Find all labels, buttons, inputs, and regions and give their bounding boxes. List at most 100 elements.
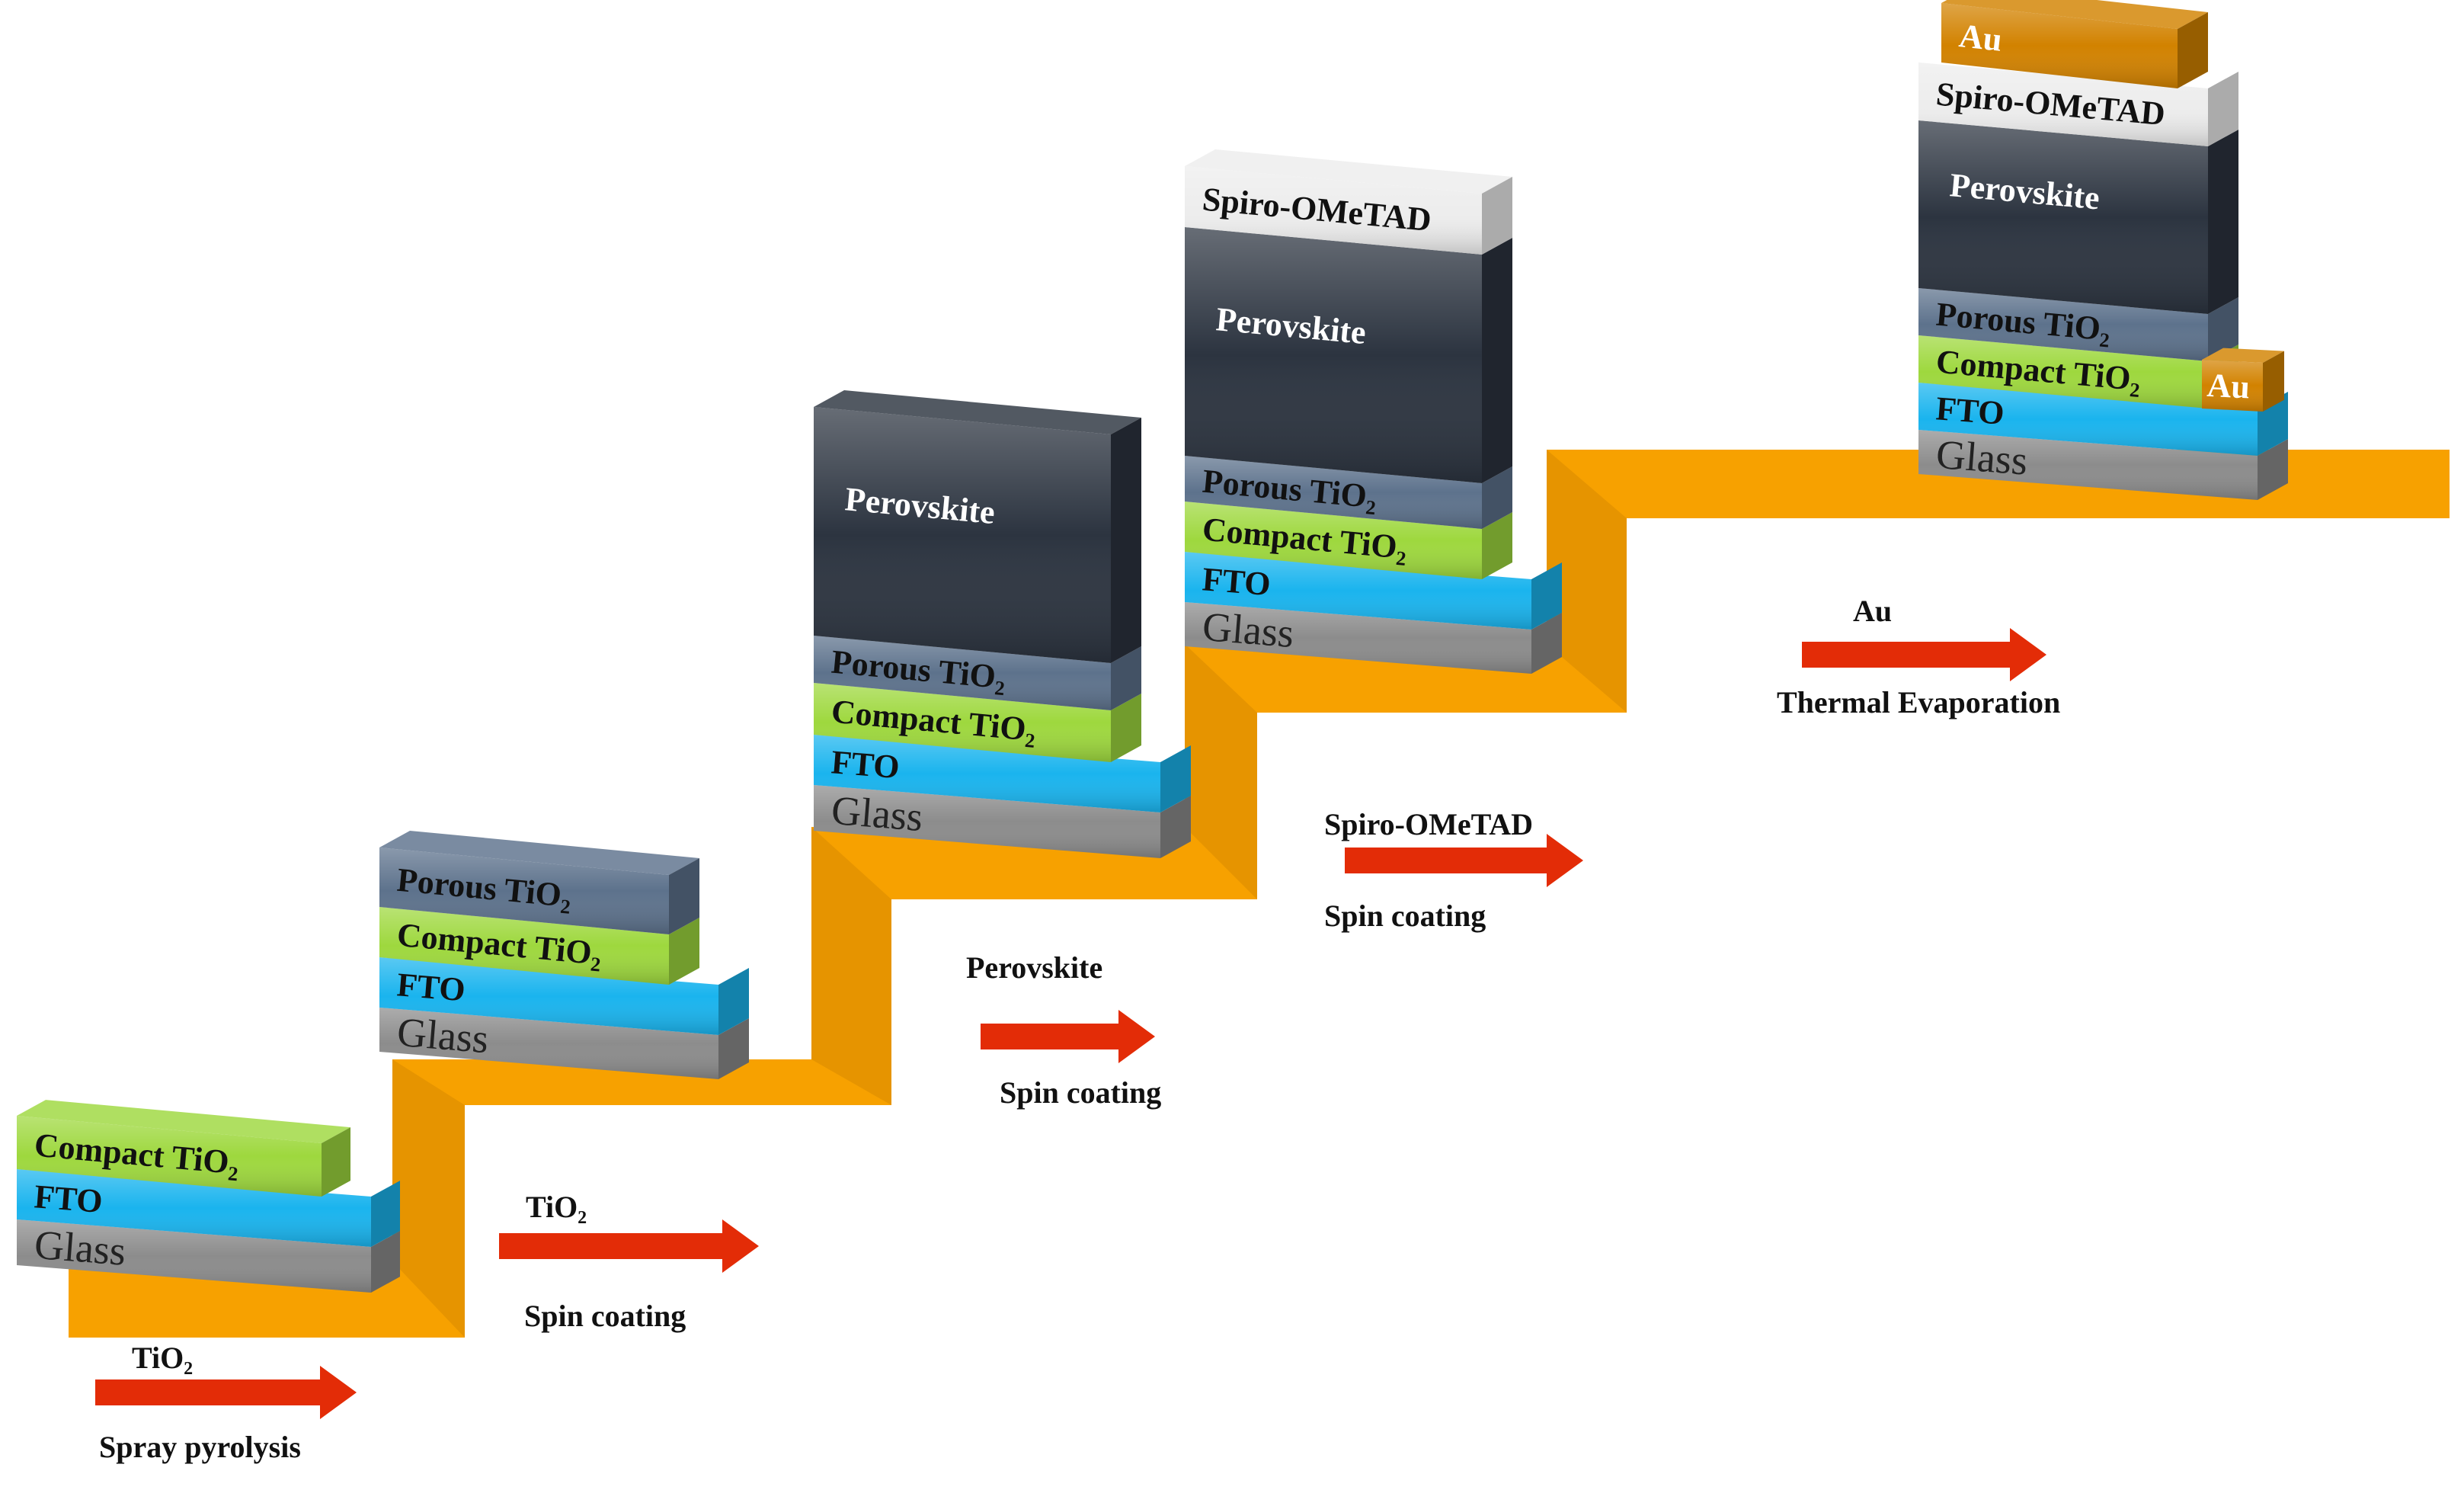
perovskite-layer: [1918, 120, 2238, 314]
compact-sheen: [814, 683, 1111, 762]
porous-top: [379, 831, 699, 875]
perovskite-side: [2208, 130, 2238, 314]
process-arrow: [981, 1010, 1155, 1063]
fto-label: FTO: [1201, 560, 1272, 603]
process-arrow: [95, 1366, 357, 1419]
gold-side: [2178, 12, 2208, 88]
spiro-top: [1185, 149, 1512, 194]
porous-side: [669, 858, 699, 934]
step-material: Perovskite: [966, 950, 1102, 985]
gold-label: Au: [2206, 367, 2251, 406]
glass-sheen: [814, 785, 1160, 858]
step-material: TiO₂: [526, 1190, 587, 1224]
fto-sheen: [1918, 383, 2258, 456]
compact-sheen: [17, 1116, 322, 1197]
porous-sheen: [1918, 288, 2208, 361]
glass-layer: Glass: [814, 785, 1191, 858]
fto-layer: FTO: [17, 1169, 400, 1247]
process-step-5: Au Thermal Evaporation: [1777, 594, 2060, 719]
step-material: Spiro-OMeTAD: [1324, 807, 1533, 841]
process-arrow: [1345, 834, 1583, 887]
glass-sheen: [1185, 602, 1531, 674]
spiro-layer: Spiro-OMeTAD: [1185, 149, 1512, 255]
compact-side: [1111, 694, 1141, 762]
fto-label: FTO: [1934, 389, 2005, 432]
perovskite-sheen: [1185, 227, 1482, 483]
glass-side: [2258, 439, 2288, 500]
glass-sheen: [1918, 430, 2258, 500]
glass-side: [1160, 796, 1191, 858]
glass-layer: Glass: [1918, 430, 2288, 500]
glass-label: Glass: [1934, 431, 2029, 484]
fto-layer: FTO: [814, 735, 1191, 812]
compact-top: [17, 1100, 350, 1143]
fto-layer: FTO: [379, 957, 749, 1035]
gold-layer: Au: [1941, 0, 2208, 88]
process-arrow: [499, 1219, 759, 1273]
fto-side: [1160, 745, 1191, 812]
porous-side: [2208, 297, 2238, 361]
compact-sheen: [1185, 501, 1482, 579]
porous-layer: Porous TiO₂: [1918, 288, 2238, 361]
gold-top: [2202, 348, 2284, 363]
spiro-side: [2208, 72, 2238, 146]
fto-sheen: [814, 735, 1160, 812]
step-method: Spin coating: [1000, 1075, 1161, 1110]
fto-label: FTO: [395, 966, 466, 1008]
step-material: TiO₂: [132, 1341, 193, 1375]
glass-side: [1531, 613, 1562, 674]
process-arrow: [1802, 628, 2046, 681]
perovskite-top: [814, 390, 1141, 434]
porous-layer: Porous TiO₂: [1185, 456, 1512, 529]
compact-side: [669, 918, 699, 985]
glass-side: [371, 1231, 400, 1293]
compact-layer: Compact TiO₂: [17, 1100, 350, 1197]
compact-sheen: [1918, 335, 2208, 409]
gold-sheen: [1941, 3, 2178, 88]
fto-sheen: [17, 1169, 371, 1247]
process-step-1: TiO₂ Spray pyrolysis: [95, 1341, 357, 1464]
perovskite-side: [1482, 238, 1512, 483]
perovskite-sheen: [814, 407, 1111, 663]
compact-sheen: [379, 907, 669, 985]
glass-side: [718, 1018, 749, 1079]
fto-label: FTO: [33, 1178, 104, 1220]
porous-sheen: [814, 636, 1111, 710]
glass-label: Glass: [830, 787, 924, 840]
porous-sheen: [379, 848, 669, 934]
perovskite-sheen: [1918, 120, 2208, 314]
compact-layer: Compact TiO₂: [1185, 501, 1512, 579]
fto-sheen: [1185, 552, 1531, 630]
gold-side: [2263, 351, 2284, 412]
gold-top: [1941, 0, 2208, 29]
process-step-2: TiO₂ Spin coating: [499, 1190, 759, 1333]
spiro-side: [1482, 177, 1512, 255]
glass-layer: Glass: [1185, 602, 1562, 674]
fto-layer: FTO: [1918, 383, 2288, 456]
glass-label: Glass: [395, 1009, 490, 1062]
gold-layer: Au: [2202, 348, 2284, 412]
fto-layer: FTO: [1185, 552, 1562, 630]
porous-side: [1111, 646, 1141, 710]
porous-side: [1482, 466, 1512, 529]
step-method: Spin coating: [524, 1299, 686, 1333]
step-method: Spin coating: [1324, 899, 1486, 933]
glass-sheen: [379, 1008, 718, 1079]
compact-layer: Compact TiO₂: [814, 683, 1141, 762]
compact-side: [322, 1127, 350, 1197]
fto-side: [718, 968, 749, 1035]
fto-side: [371, 1181, 400, 1247]
glass-layer: Glass: [17, 1219, 400, 1293]
glass-sheen: [17, 1219, 371, 1293]
fto-label: FTO: [830, 743, 901, 786]
step-method: Spray pyrolysis: [99, 1430, 301, 1464]
perovskite-layer: [814, 390, 1141, 663]
perovskite-side: [1111, 418, 1141, 663]
